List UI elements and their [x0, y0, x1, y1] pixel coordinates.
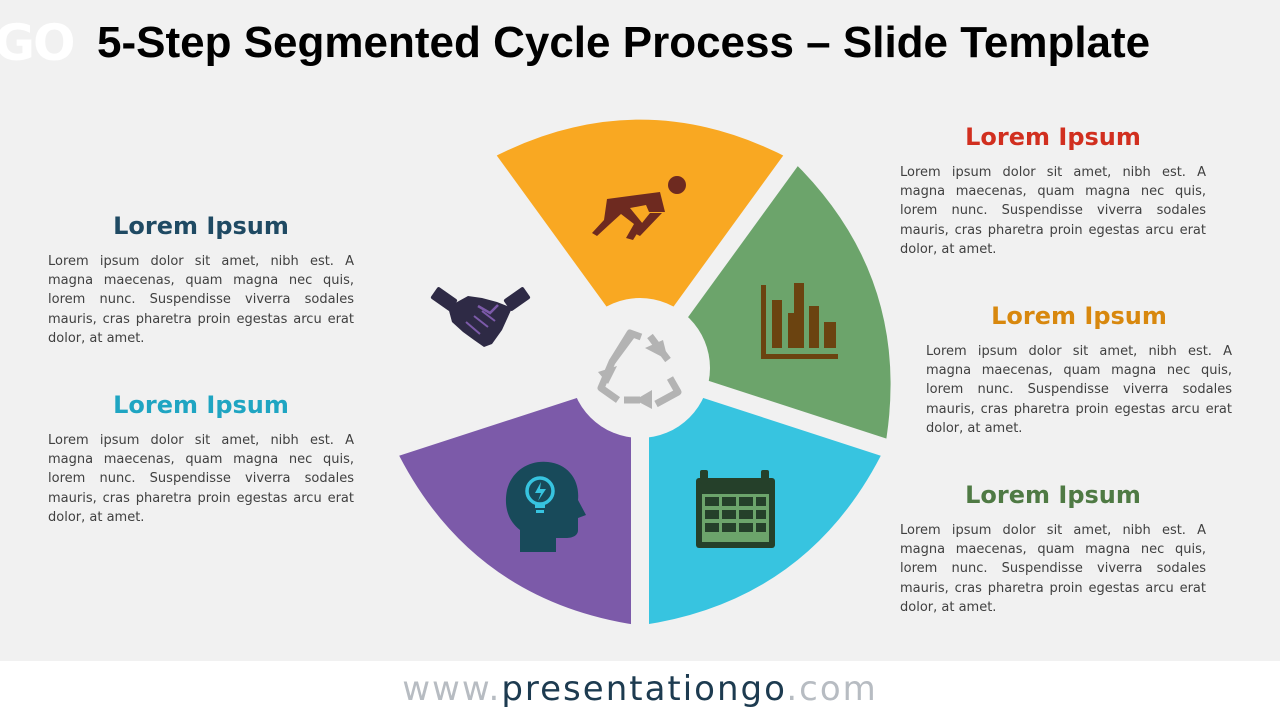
- block-title-4: Lorem Ipsum: [113, 391, 289, 419]
- recycle-icon: [597, 329, 682, 409]
- calendar-icon: [696, 470, 775, 548]
- block-title-5: Lorem Ipsum: [113, 212, 289, 240]
- block-title-2: Lorem Ipsum: [991, 302, 1167, 330]
- text-block-1: Lorem Ipsum Lorem ipsum dolor sit amet, …: [900, 123, 1206, 259]
- footer-url[interactable]: www.presentationgo.com: [0, 669, 1280, 709]
- block-body-5: Lorem ipsum dolor sit amet, nibh est. A …: [48, 254, 354, 346]
- block-body-4: Lorem ipsum dolor sit amet, nibh est. A …: [48, 433, 354, 525]
- block-body-2: Lorem ipsum dolor sit amet, nibh est. A …: [926, 344, 1232, 436]
- footer-url-prefix: www.: [402, 669, 502, 709]
- footer-url-suffix: .com: [786, 669, 878, 709]
- page-title: 5-Step Segmented Cycle Process – Slide T…: [97, 18, 1151, 67]
- text-block-3: Lorem Ipsum Lorem ipsum dolor sit amet, …: [900, 481, 1206, 617]
- text-block-5: Lorem Ipsum Lorem ipsum dolor sit amet, …: [48, 212, 354, 348]
- logo-fragment: GO: [0, 14, 76, 72]
- footer-url-brand: presentationgo: [501, 669, 787, 709]
- footer: www.presentationgo.com: [0, 661, 1280, 720]
- block-body-1: Lorem ipsum dolor sit amet, nibh est. A …: [900, 165, 1206, 257]
- segment-orange: [488, 119, 792, 369]
- block-body-3: Lorem ipsum dolor sit amet, nibh est. A …: [900, 523, 1206, 615]
- handshake-icon: [430, 287, 531, 347]
- block-title-3: Lorem Ipsum: [965, 481, 1141, 509]
- block-title-1: Lorem Ipsum: [965, 123, 1141, 151]
- text-block-2: Lorem Ipsum Lorem ipsum dolor sit amet, …: [926, 302, 1232, 438]
- runner-start-icon: [592, 176, 686, 240]
- head-lightbulb-icon: [505, 461, 586, 552]
- bar-chart-icon: [761, 283, 838, 359]
- text-block-4: Lorem Ipsum Lorem ipsum dolor sit amet, …: [48, 391, 354, 527]
